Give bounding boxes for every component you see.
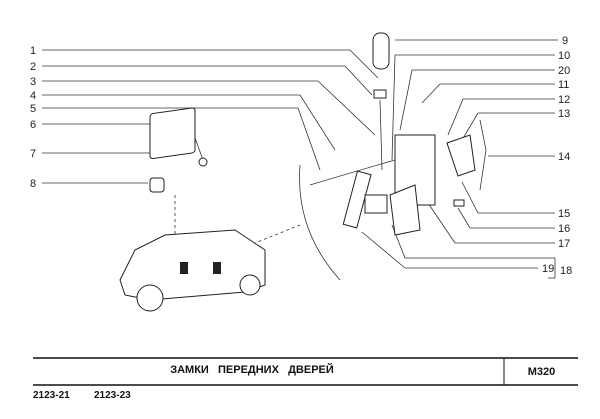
callout-4: 4 (30, 90, 36, 102)
actuator-motor (364, 194, 388, 214)
callout-15: 15 (558, 208, 570, 220)
key (372, 32, 390, 70)
callout-18: 18 (560, 265, 572, 277)
callout-11: 11 (558, 79, 569, 91)
page-title: ЗАМКИ ПЕРЕДНИХ ДВЕРЕЙ (170, 364, 334, 376)
callout-5: 5 (30, 103, 36, 115)
model-code-1: 2123-21 (33, 390, 70, 401)
callout-19: 19 (542, 263, 554, 275)
parts (119, 32, 487, 312)
callout-12: 12 (558, 94, 570, 106)
callout-8: 8 (30, 178, 36, 190)
callout-20: 20 (558, 65, 570, 77)
actuator (342, 170, 372, 229)
bushing (149, 177, 165, 193)
car-lock-location-2 (213, 262, 221, 274)
callout-2: 2 (30, 61, 36, 73)
callout-9: 9 (562, 35, 568, 47)
rod (309, 99, 396, 186)
callout-7: 7 (30, 148, 36, 160)
door-outline-arc (299, 164, 341, 281)
model-code-2: 2123-23 (94, 390, 131, 401)
car-lock-location (180, 262, 188, 274)
callout-13: 13 (558, 108, 570, 120)
callout-1: 1 (30, 45, 36, 57)
callout-3: 3 (30, 76, 36, 88)
callout-14: 14 (558, 151, 570, 163)
nut (198, 157, 208, 167)
car-wheel-front (136, 284, 164, 312)
bracket (389, 184, 421, 236)
callout-6: 6 (30, 119, 36, 131)
left-callouts: 1 2 3 4 5 6 7 8 (30, 45, 379, 190)
right-callouts: 9 10 20 11 12 13 14 15 16 17 19 18 (361, 35, 572, 279)
screw (453, 199, 465, 207)
rod-14 (479, 119, 487, 191)
callout-17: 17 (558, 238, 570, 250)
striker (446, 134, 476, 177)
control-unit (149, 107, 196, 160)
lock-cylinder-ring (373, 89, 387, 99)
callout-10: 10 (558, 50, 570, 62)
callout-16: 16 (558, 223, 570, 235)
car-wheel-rear (239, 274, 261, 296)
page-code: M320 (527, 366, 556, 378)
